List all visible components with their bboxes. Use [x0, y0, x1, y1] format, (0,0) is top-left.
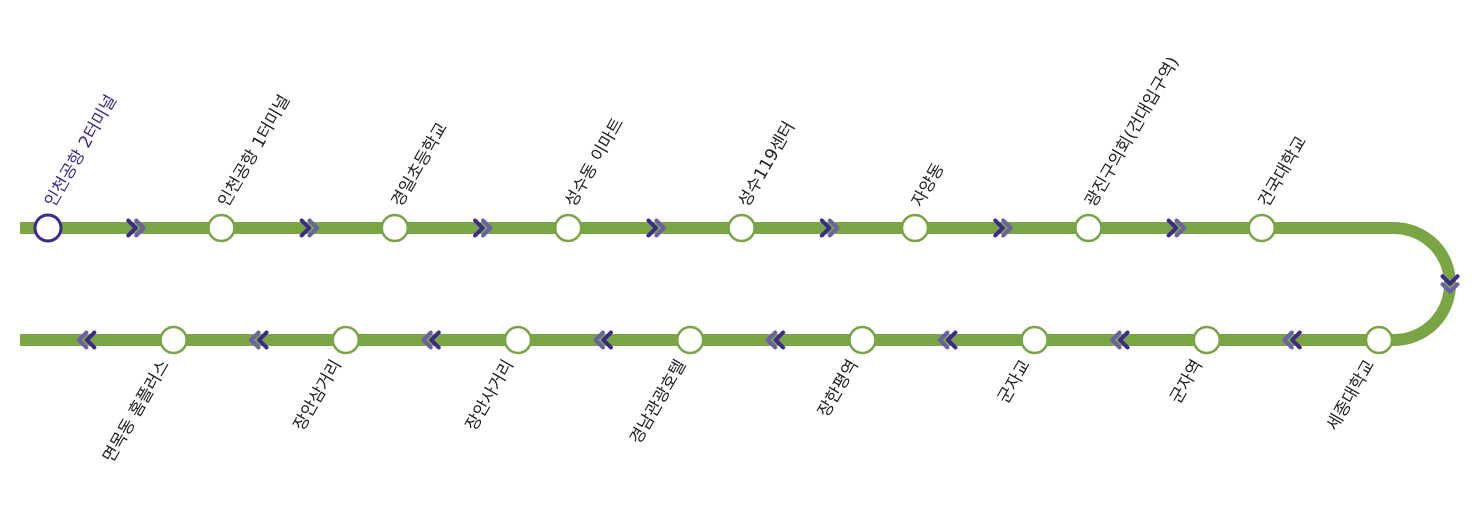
- direction-arrow-icon: [765, 330, 778, 350]
- direction-arrow-icon: [1110, 330, 1122, 350]
- station-dot-outbound-4[interactable]: [727, 213, 756, 243]
- station-label-outbound-7: 건국대학교: [1255, 133, 1311, 211]
- station-label-return-6: 장안삼거리: [290, 357, 346, 435]
- direction-arrow-icon: [827, 218, 840, 238]
- station-labels: 인천공항 2터미널 인천공항 1터미널 경일초등학교 성수동 이마트 성수119센터 자양…: [41, 54, 1379, 466]
- direction-arrow-icon: [993, 218, 1005, 238]
- station-label-return-7: 면목동 홈플러스: [99, 357, 174, 466]
- station-dot-return-2[interactable]: [1020, 325, 1049, 355]
- station-label-return-0: 세종대학교: [1323, 357, 1379, 435]
- station-label-outbound-5: 자양동: [908, 160, 949, 211]
- direction-arrow-icon: [421, 330, 433, 350]
- direction-arrow-icon: [1174, 218, 1187, 238]
- station-label-outbound-0: 인천공항 2터미널: [41, 92, 121, 211]
- station-dot-return-1[interactable]: [1192, 325, 1222, 355]
- route-track: [20, 222, 1456, 346]
- station-label-outbound-4: 성수119센터: [735, 118, 800, 210]
- direction-arrow-icon: [473, 218, 485, 238]
- route-line: [20, 222, 1456, 346]
- direction-arrow-icon: [1282, 330, 1294, 350]
- station-dot-return-4[interactable]: [675, 325, 705, 355]
- direction-arrow-icon: [1118, 330, 1130, 350]
- direction-arrow-icon: [76, 330, 89, 350]
- direction-arrow-icon: [773, 330, 786, 350]
- station-dot-outbound-3[interactable]: [553, 213, 583, 243]
- station-label-outbound-3: 성수동 이마트: [561, 115, 628, 211]
- direction-arrow-icon: [1290, 330, 1302, 350]
- direction-arrow-icon: [307, 218, 320, 238]
- direction-arrow-icon: [126, 218, 138, 238]
- station-label-outbound-6: 광진구의회(건대입구역): [1081, 54, 1183, 211]
- station-dot-outbound-7[interactable]: [1247, 213, 1277, 243]
- direction-arrow-icon: [819, 218, 832, 238]
- station-dot-return-7[interactable]: [159, 325, 188, 355]
- stations: [33, 213, 1394, 355]
- direction-arrow-icon: [134, 218, 146, 238]
- station-dot-return-3[interactable]: [848, 325, 877, 355]
- direction-arrow-icon: [84, 330, 97, 350]
- station-dot-outbound-6[interactable]: [1074, 213, 1103, 243]
- station-dot-outbound-2[interactable]: [380, 213, 410, 243]
- direction-arrow-icon: [654, 218, 666, 238]
- direction-arrow-icon: [249, 330, 261, 350]
- station-label-return-3: 장한평역: [814, 357, 863, 421]
- station-label-return-4: 경남관광호텔: [626, 357, 690, 448]
- direction-arrow-icon: [299, 218, 312, 238]
- station-dot-outbound-1[interactable]: [207, 213, 236, 243]
- station-dot-return-6[interactable]: [331, 325, 361, 355]
- direction-arrow-icon: [481, 218, 493, 238]
- direction-arrow-icon: [601, 330, 613, 350]
- direction-arrow-icon: [646, 218, 658, 238]
- station-label-outbound-2: 경일초등학교: [388, 119, 452, 210]
- direction-arrow-icon: [1440, 274, 1460, 286]
- direction-arrow-icon: [593, 330, 605, 350]
- direction-arrows: [76, 218, 1460, 350]
- station-label-return-5: 장안사거리: [462, 357, 518, 435]
- station-label-return-1: 군자역: [1166, 357, 1207, 408]
- station-label-return-2: 군자교: [994, 357, 1035, 408]
- direction-arrow-icon: [937, 330, 950, 350]
- direction-arrow-icon: [945, 330, 958, 350]
- station-dot-return-5[interactable]: [503, 325, 533, 355]
- direction-arrow-icon: [257, 330, 269, 350]
- direction-arrow-icon: [1440, 282, 1460, 294]
- station-dot-return-0[interactable]: [1364, 325, 1394, 355]
- station-label-outbound-1: 인천공항 1터미널: [214, 92, 294, 211]
- direction-arrow-icon: [1001, 218, 1013, 238]
- direction-arrow-icon: [429, 330, 441, 350]
- station-dot-outbound-0[interactable]: [33, 213, 63, 243]
- station-dot-outbound-5[interactable]: [900, 213, 930, 243]
- direction-arrow-icon: [1166, 218, 1179, 238]
